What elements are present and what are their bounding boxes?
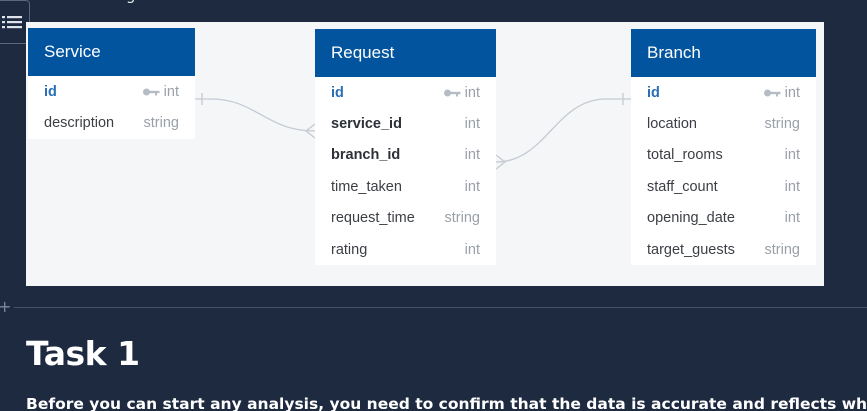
column-type: int (464, 147, 480, 164)
column-name: location (647, 116, 697, 133)
table-service[interactable]: Service id int description string (28, 28, 195, 139)
column-type: int (443, 85, 480, 101)
partial-text-above: g (126, 0, 136, 4)
table-row: request_time string (315, 203, 496, 234)
table-row: rating int (315, 234, 496, 265)
table-request[interactable]: Request id int service_id int branch_id … (315, 29, 496, 266)
relationship-connectors (194, 93, 631, 170)
column-type: string (764, 241, 800, 258)
table-row: id int (631, 77, 816, 108)
table-header: Service (28, 28, 195, 76)
key-icon (142, 88, 160, 96)
task-description: Before you can start any analysis, you n… (26, 395, 867, 411)
table-row: id int (28, 76, 195, 107)
add-cell-plus-icon[interactable]: + (0, 297, 12, 316)
column-type-label: int (163, 83, 179, 100)
column-name: staff_count (647, 178, 718, 195)
key-icon (763, 89, 781, 97)
column-name: branch_id (331, 147, 401, 164)
column-type: int (784, 210, 800, 227)
request-service-many-marker (304, 123, 316, 139)
table-row: description string (28, 107, 195, 138)
table-row: total_rooms int (631, 140, 816, 171)
column-type: int (464, 178, 480, 195)
column-name: id (331, 84, 344, 101)
column-type-label: int (464, 84, 480, 101)
column-name: target_guests (647, 241, 735, 258)
table-branch[interactable]: Branch id int location string total_room… (631, 29, 816, 266)
column-name: id (44, 83, 57, 100)
column-type: string (764, 116, 800, 133)
table-row: time_taken int (315, 171, 496, 202)
list-icon (1, 16, 22, 29)
column-name: time_taken (331, 178, 402, 195)
column-name: total_rooms (647, 147, 723, 164)
column-type: int (464, 116, 480, 133)
column-type: string (444, 210, 480, 227)
request-branch-many-marker (495, 154, 507, 170)
column-type: int (763, 85, 800, 101)
table-header: Branch (631, 29, 816, 77)
column-type: int (784, 178, 800, 195)
table-row: id int (315, 77, 496, 108)
column-type: int (464, 241, 480, 258)
service-request-connector (194, 98, 316, 132)
column-type: int (784, 147, 800, 164)
column-type-label: int (784, 84, 800, 101)
column-name: id (647, 84, 660, 101)
branch-request-connector (495, 98, 631, 163)
table-row: target_guests string (631, 234, 816, 265)
table-row: opening_date int (631, 203, 816, 234)
column-name: opening_date (647, 210, 735, 227)
column-name: request_time (331, 210, 415, 227)
table-row: staff_count int (631, 171, 816, 202)
column-type: string (143, 115, 179, 132)
column-name: service_id (331, 116, 402, 133)
column-name: description (44, 115, 115, 132)
cell-divider (14, 307, 867, 308)
task-heading: Task 1 (26, 334, 140, 373)
table-row: service_id int (315, 108, 496, 139)
table-header: Request (315, 29, 496, 77)
table-of-contents-button[interactable] (0, 0, 30, 44)
column-name: rating (331, 241, 368, 258)
database-schema-diagram: Service id int description string Reques… (26, 22, 824, 286)
table-row: branch_id int (315, 140, 496, 171)
key-icon (443, 89, 461, 97)
column-type: int (142, 84, 179, 100)
table-row: location string (631, 108, 816, 139)
